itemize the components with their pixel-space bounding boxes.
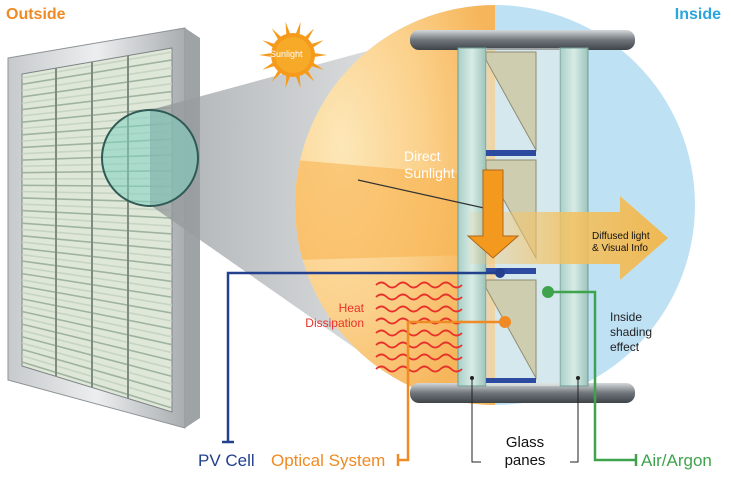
sunlight-label: Sunlight	[270, 49, 303, 59]
diffused-light-line-2: & Visual Info	[592, 243, 650, 255]
direct-sunlight-line-2: Sunlight	[404, 165, 455, 182]
inside-shading-line-1: Inside	[610, 310, 652, 325]
diffused-light-label: Diffused light & Visual Info	[592, 231, 650, 255]
inside-label: Inside	[675, 6, 721, 24]
glass-panes-line-2: panes	[490, 452, 560, 470]
inside-shading-label: Inside shading effect	[610, 310, 652, 355]
direct-sunlight-line-1: Direct	[404, 148, 455, 165]
optical-system-label: Optical System	[271, 451, 385, 471]
direct-sunlight-label: Direct Sunlight	[404, 148, 455, 182]
heat-dissipation-line-1: Heat	[300, 301, 364, 316]
glass-panes-label: Glass panes	[490, 434, 560, 470]
top-cap	[410, 30, 635, 50]
zoom-circle	[102, 110, 198, 206]
glass-panes-line-1: Glass	[490, 434, 560, 452]
heat-dissipation-line-2: Dissipation	[300, 316, 364, 331]
outside-label: Outside	[6, 6, 66, 24]
inside-shading-line-2: shading	[610, 325, 652, 340]
inside-shading-line-3: effect	[610, 340, 652, 355]
window-panel	[8, 28, 200, 428]
diffused-light-line-1: Diffused light	[592, 231, 650, 243]
pv-cell-label: PV Cell	[198, 451, 255, 471]
air-argon-label: Air/Argon	[641, 451, 712, 471]
heat-dissipation-label: Heat Dissipation	[300, 301, 364, 331]
